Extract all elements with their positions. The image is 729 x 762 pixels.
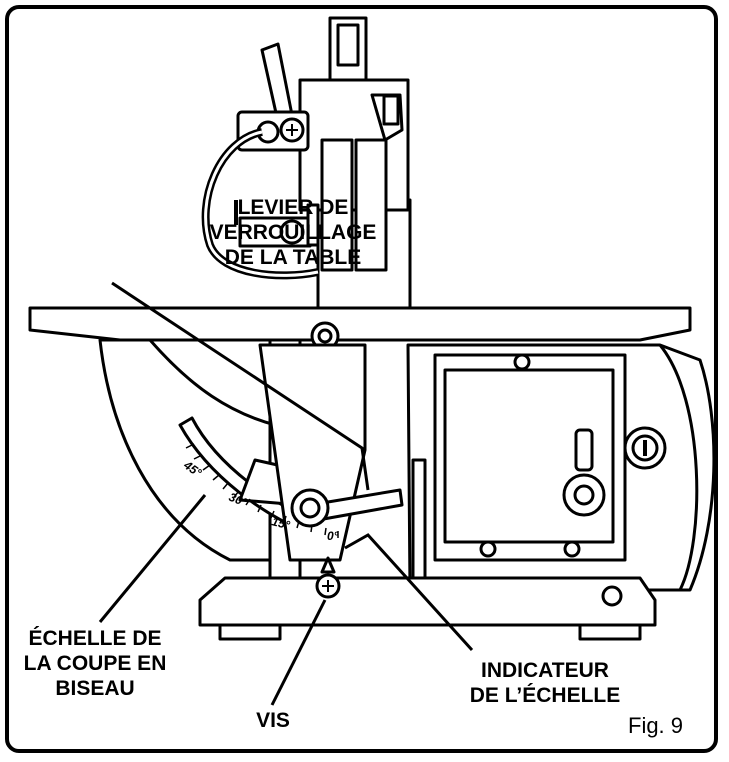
guard-lever — [260, 42, 294, 124]
scale-mark: 30° — [227, 490, 249, 510]
lock-lever-label: LEVIER DE VERROUILLAGE DE LA TABLE — [209, 196, 377, 269]
tension-knob — [382, 94, 400, 126]
scale-mark: 0° — [327, 529, 339, 543]
scale-mark: 15° — [270, 514, 291, 532]
leader-lines — [98, 281, 474, 706]
bevel-scale-label: ÉCHELLE DE LA COUPE EN BISEAU — [23, 627, 167, 700]
leader-screw — [270, 599, 327, 706]
scale-indicator-label: INDICATEUR DE L’ÉCHELLE — [469, 659, 621, 707]
leader-indicator — [344, 533, 474, 652]
leader-bevel-scale — [98, 494, 207, 623]
indicator-pointer — [320, 556, 336, 574]
screw-label: VIS — [256, 709, 290, 732]
figure-label: Fig. 9 — [628, 713, 684, 738]
leader-lock-lever — [111, 281, 370, 491]
saw-table — [28, 306, 692, 342]
bevel-scale-ticks — [185, 443, 339, 538]
